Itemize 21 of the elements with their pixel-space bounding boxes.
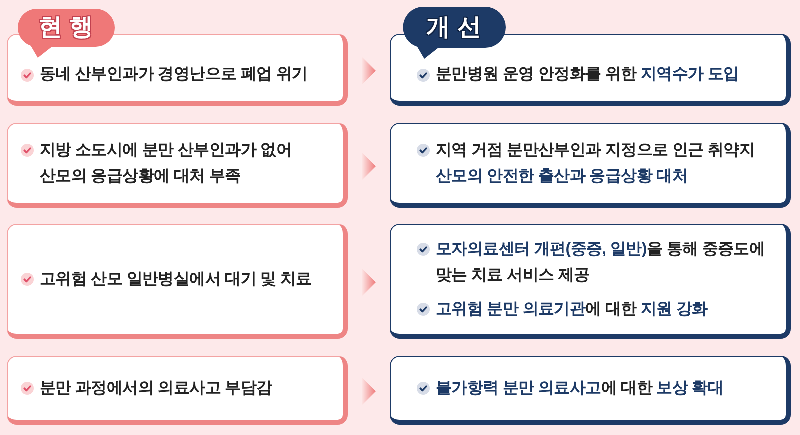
card-text: 고위험 산모 일반병실에서 대기 및 치료 <box>40 270 312 290</box>
card-text: 고위험 분만 의료기관에 대한 지원 강화 <box>436 300 708 320</box>
card-text: 불가항력 분만 의료사고에 대한 보상 확대 <box>436 378 724 398</box>
card-text: 동네 산부인과가 경영난으로 폐업 위기 <box>40 65 308 85</box>
card-text: 지방 소도시에 분만 산부인과가 없어 산모의 응급상황에 대처 부족 <box>40 140 294 186</box>
problem-card <box>7 356 348 425</box>
card-text: 지역 거점 분만산부인과 지정으로 인근 취약지 산모의 안전한 출산과 응급상황 대처 <box>436 140 756 186</box>
card-text: 분만 과정에서의 의료사고 부담감 <box>40 378 272 398</box>
solution-card <box>390 123 791 208</box>
tab-label: 개 선 <box>426 13 482 43</box>
card-text: 분만병원 운영 안정화를 위한 지역수가 도입 <box>436 65 740 85</box>
solution-card <box>390 356 791 425</box>
arrowhead <box>362 268 376 296</box>
tab-label: 현 행 <box>38 13 94 43</box>
problem-card <box>7 224 348 339</box>
card-text: 모자의료센터 개편(중증, 일반)을 통해 중증도에 맞는 치료 서비스 제공 <box>436 240 766 286</box>
arrowhead <box>362 378 376 406</box>
arrowhead <box>362 57 376 85</box>
arrowhead <box>362 152 376 180</box>
problem-card <box>7 123 348 208</box>
solution-card <box>390 224 791 339</box>
